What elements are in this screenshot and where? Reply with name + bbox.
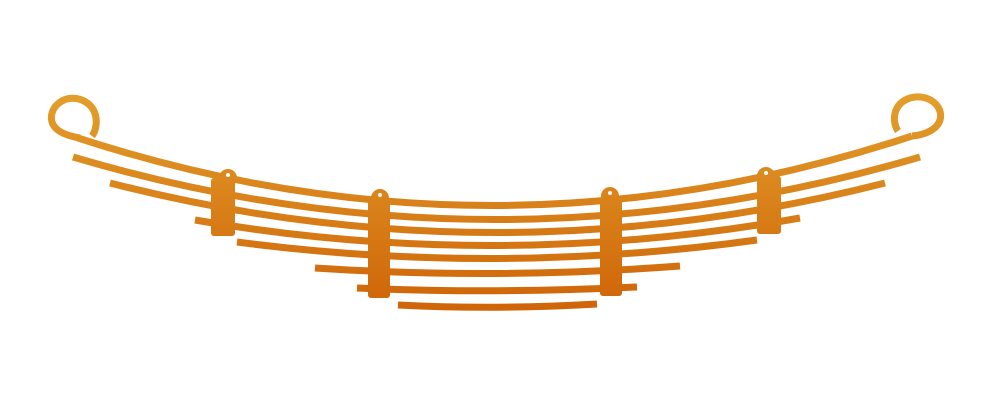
clamp-3 <box>600 187 622 296</box>
leaf-2 <box>72 153 921 223</box>
leaf-7 <box>356 283 638 295</box>
clamp-4 <box>757 167 781 234</box>
leaf-5 <box>236 236 758 263</box>
right-eye <box>890 93 945 140</box>
left-eye <box>47 94 100 142</box>
clamp-1 <box>211 169 237 236</box>
leaf-6 <box>314 262 681 278</box>
leaf-8 <box>397 300 598 311</box>
clamp-2 <box>368 189 390 298</box>
leaf-4 <box>194 214 801 249</box>
leaf-main <box>76 132 914 209</box>
